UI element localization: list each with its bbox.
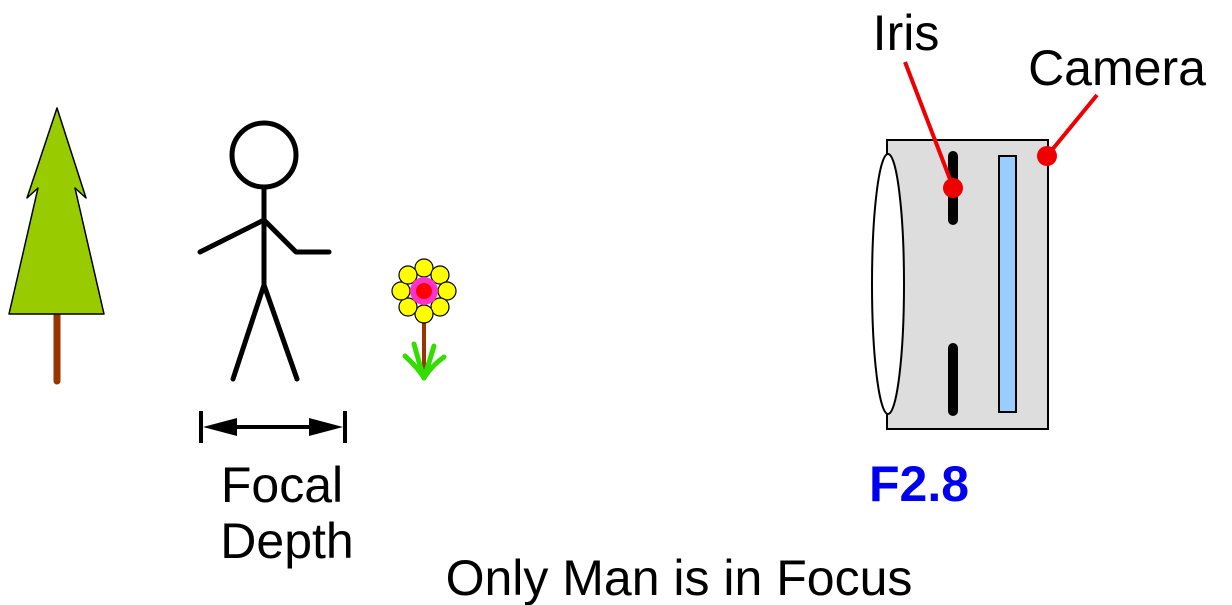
- man-head: [229, 120, 299, 190]
- flower-icon: [391, 258, 457, 381]
- flower-petals: [391, 258, 457, 324]
- man-right-leg: [261, 282, 300, 382]
- focal-depth-arrow: [199, 411, 347, 443]
- flower-leaves: [402, 341, 447, 381]
- stick-figure-icon: [197, 120, 332, 382]
- tree-icon: [8, 107, 105, 385]
- camera-body: [886, 139, 1049, 430]
- man-left-arm: [197, 217, 267, 255]
- iris-callout: [903, 61, 963, 198]
- camera-label: Camera: [1028, 40, 1206, 96]
- focal-depth-label-line1: Focal: [221, 457, 343, 513]
- iris-label: Iris: [873, 5, 940, 61]
- camera-sensor: [998, 155, 1017, 413]
- camera-callout: [1037, 93, 1099, 166]
- tree-foliage: [8, 107, 105, 315]
- man-left-leg: [230, 282, 267, 382]
- focal-depth-label-line2: Depth: [220, 513, 353, 569]
- flower-center-dot: [416, 283, 432, 299]
- f-stop-label: F2.8: [869, 456, 969, 512]
- caption: Only Man is in Focus: [446, 550, 913, 605]
- man-right-arm: [261, 217, 332, 255]
- camera-lens: [871, 153, 905, 415]
